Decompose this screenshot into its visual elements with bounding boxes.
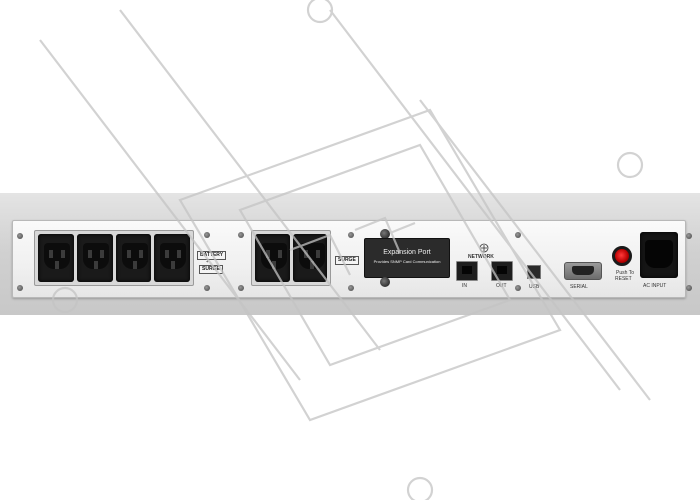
network-in-port — [456, 261, 478, 281]
screw — [238, 285, 244, 291]
outlet — [255, 234, 290, 282]
screw — [204, 285, 210, 291]
outlet — [115, 234, 152, 282]
expansion-thumbscrew — [380, 277, 390, 287]
screw — [686, 233, 692, 239]
expansion-port: Expansion Port Provides SNMP Card Commun… — [364, 238, 450, 278]
usb-port — [527, 265, 541, 279]
reset-button[interactable] — [612, 246, 632, 266]
usb-label: USB — [529, 284, 540, 290]
serial-label: SERIAL — [570, 284, 588, 290]
reset-label-line2: RESET — [615, 276, 632, 282]
outlet — [76, 234, 113, 282]
expansion-subtitle: Provides SNMP Card Communication — [373, 259, 441, 264]
screw — [204, 232, 210, 238]
outlet — [154, 234, 190, 282]
network-icon — [479, 243, 489, 253]
ac-input-label: AC INPUT — [643, 283, 667, 289]
battery-label: BATTERY — [197, 251, 227, 260]
network-out-port — [491, 261, 513, 281]
screw — [348, 232, 354, 238]
screw — [17, 233, 23, 239]
ac-input-socket — [640, 232, 678, 278]
surge-label-right: SURGE — [335, 256, 359, 265]
surge-label-left: SURGE — [199, 265, 223, 274]
network-in-label: IN — [462, 283, 467, 289]
outlet — [38, 234, 74, 282]
expansion-title: Expansion Port — [383, 249, 431, 256]
screw — [17, 285, 23, 291]
network-out-label: OUT — [496, 283, 507, 289]
outlet — [292, 234, 327, 282]
battery-outlet-bank — [34, 230, 194, 286]
screw — [686, 285, 692, 291]
network-label: NETWORK — [468, 254, 494, 260]
screw — [515, 285, 521, 291]
screw — [238, 232, 244, 238]
screw — [515, 232, 521, 238]
screw — [348, 285, 354, 291]
surge-outlet-bank — [251, 230, 331, 286]
serial-port — [564, 262, 602, 280]
